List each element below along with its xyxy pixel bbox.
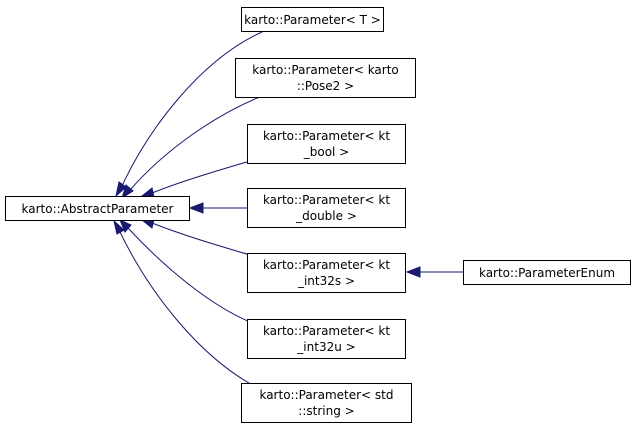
class-node-parameter-bool[interactable]: karto::Parameter< kt _bool > <box>247 124 406 164</box>
edge-arrowhead <box>405 266 421 278</box>
class-node-abstract-parameter[interactable]: karto::AbstractParameter <box>5 196 190 221</box>
edge-param-pose2-to-abstract <box>129 95 263 191</box>
class-label: karto::Parameter< kt <box>263 258 390 272</box>
edge-arrowhead <box>113 219 125 235</box>
edge-arrowhead <box>121 184 134 200</box>
edge-param-bool-to-abstract <box>151 160 251 194</box>
class-label: karto::Parameter< karto <box>252 63 399 77</box>
edges-layer <box>113 31 463 391</box>
edge-arrowhead <box>115 181 127 198</box>
edge-param-string-to-abstract <box>119 231 263 391</box>
class-node-parameter-int32u[interactable]: karto::Parameter< kt _int32u > <box>247 319 406 359</box>
class-label: karto::Parameter< T > <box>244 13 381 27</box>
class-node-parameter-double[interactable]: karto::Parameter< kt _double > <box>247 188 406 228</box>
class-label: ::Pose2 > <box>297 79 354 93</box>
class-label: karto::ParameterEnum <box>479 266 615 280</box>
class-label: _int32s > <box>297 274 355 288</box>
class-node-parameter-pose2[interactable]: karto::Parameter< karto ::Pose2 > <box>235 58 416 98</box>
class-label: _int32u > <box>296 340 355 354</box>
class-node-parameter-int32s[interactable]: karto::Parameter< kt _int32s > <box>247 253 406 293</box>
edge-param-t-to-abstract <box>121 31 263 187</box>
class-label: _double > <box>295 209 357 223</box>
class-node-parameter-enum[interactable]: karto::ParameterEnum <box>463 260 631 285</box>
class-label: ::string > <box>298 404 354 418</box>
class-label: _bool > <box>303 145 350 159</box>
class-label: karto::Parameter< kt <box>263 193 390 207</box>
class-node-parameter-t[interactable]: karto::Parameter< T > <box>241 7 384 32</box>
class-label: karto::Parameter< std <box>259 388 393 402</box>
class-label: karto::AbstractParameter <box>22 202 174 216</box>
edge-arrowhead <box>140 187 155 198</box>
edge-param-int32u-to-abstract <box>127 227 251 323</box>
class-label: karto::Parameter< kt <box>263 324 390 338</box>
edge-arrowhead <box>119 219 132 233</box>
class-node-parameter-string[interactable]: karto::Parameter< std ::string > <box>241 383 412 423</box>
edge-arrowhead <box>188 202 204 214</box>
class-label: karto::Parameter< kt <box>263 129 390 143</box>
nodes-layer: karto::AbstractParameter karto::Paramete… <box>5 7 631 423</box>
edge-param-int32s-to-abstract <box>151 222 251 256</box>
